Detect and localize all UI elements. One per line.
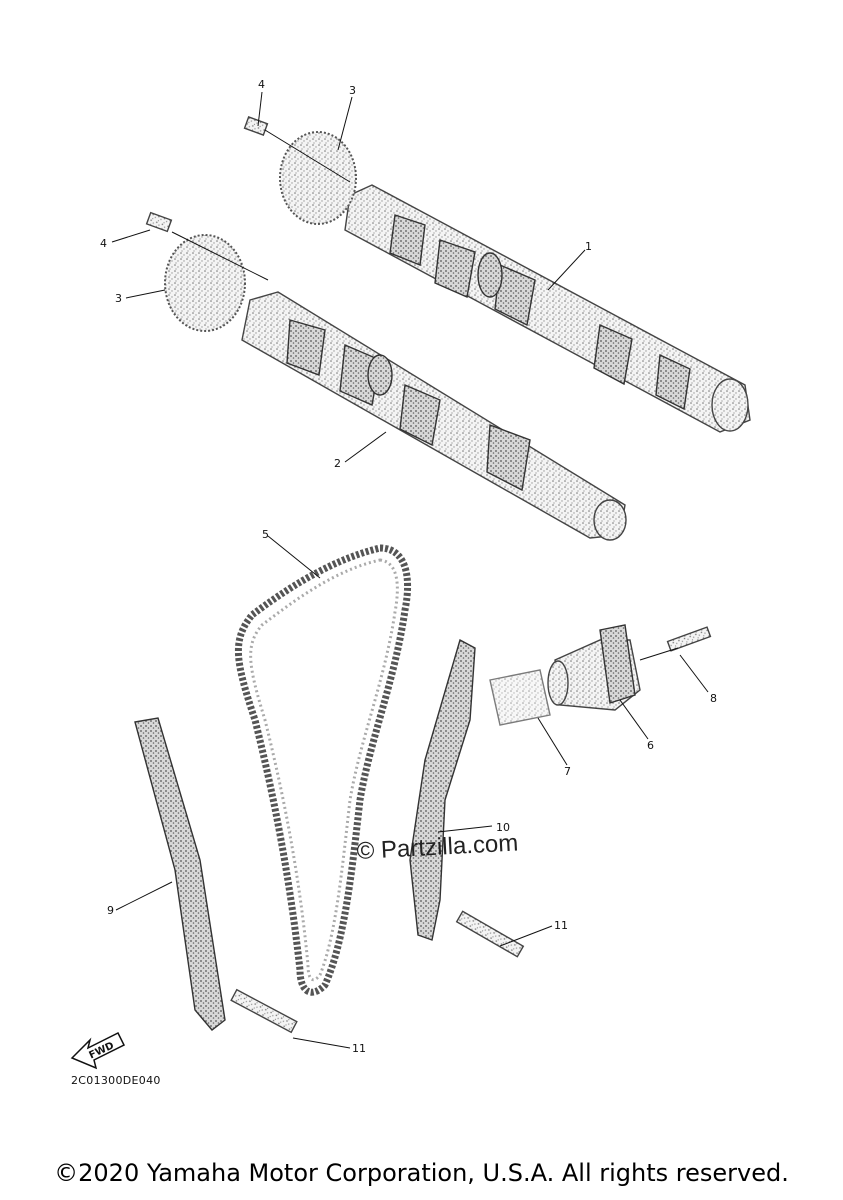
callout-10: 10: [496, 821, 510, 834]
callout-9: 9: [107, 904, 114, 917]
callout-3-lower: 3: [115, 292, 122, 305]
guide-pin-lower: [230, 988, 298, 1034]
camshaft-1: [344, 184, 751, 433]
diagram-code: 2C01300DE040: [71, 1074, 161, 1087]
callout-5: 5: [262, 528, 269, 541]
callout-6: 6: [647, 739, 654, 752]
callout-numbers: 1 2 3 3 4 4 5 6 7 8 9 10 11 11: [100, 78, 717, 1055]
sprocket-bolt-upper: [243, 116, 269, 136]
fwd-arrow-icon: FWD: [70, 1031, 126, 1070]
camshaft-sprocket-upper: [279, 131, 357, 225]
camshaft-2: [241, 291, 627, 541]
camshaft-sprocket-lower: [164, 234, 246, 332]
sprocket-bolt-lower: [145, 211, 173, 233]
guide-pin-upper: [455, 910, 525, 958]
leader-lines: [111, 91, 709, 1049]
callout-1: 1: [585, 240, 592, 253]
chain-guide-exhaust: [409, 638, 476, 941]
tensioner-gasket: [489, 669, 551, 726]
tensioner-bolt: [666, 626, 712, 652]
chain-guide-intake: [134, 717, 226, 1031]
callout-8: 8: [710, 692, 717, 705]
callout-4-lower: 4: [100, 237, 107, 250]
copyright-notice: ©2020 Yamaha Motor Corporation, U.S.A. A…: [54, 1159, 789, 1187]
callout-11-upper: 11: [554, 919, 568, 932]
callout-11-lower: 11: [352, 1042, 366, 1055]
callout-4-upper: 4: [258, 78, 265, 91]
cam-chain: [234, 544, 411, 996]
cam-chain-tensioner: [547, 624, 641, 711]
callout-2: 2: [334, 457, 341, 470]
callout-7: 7: [564, 765, 571, 778]
callout-3-upper: 3: [349, 84, 356, 97]
